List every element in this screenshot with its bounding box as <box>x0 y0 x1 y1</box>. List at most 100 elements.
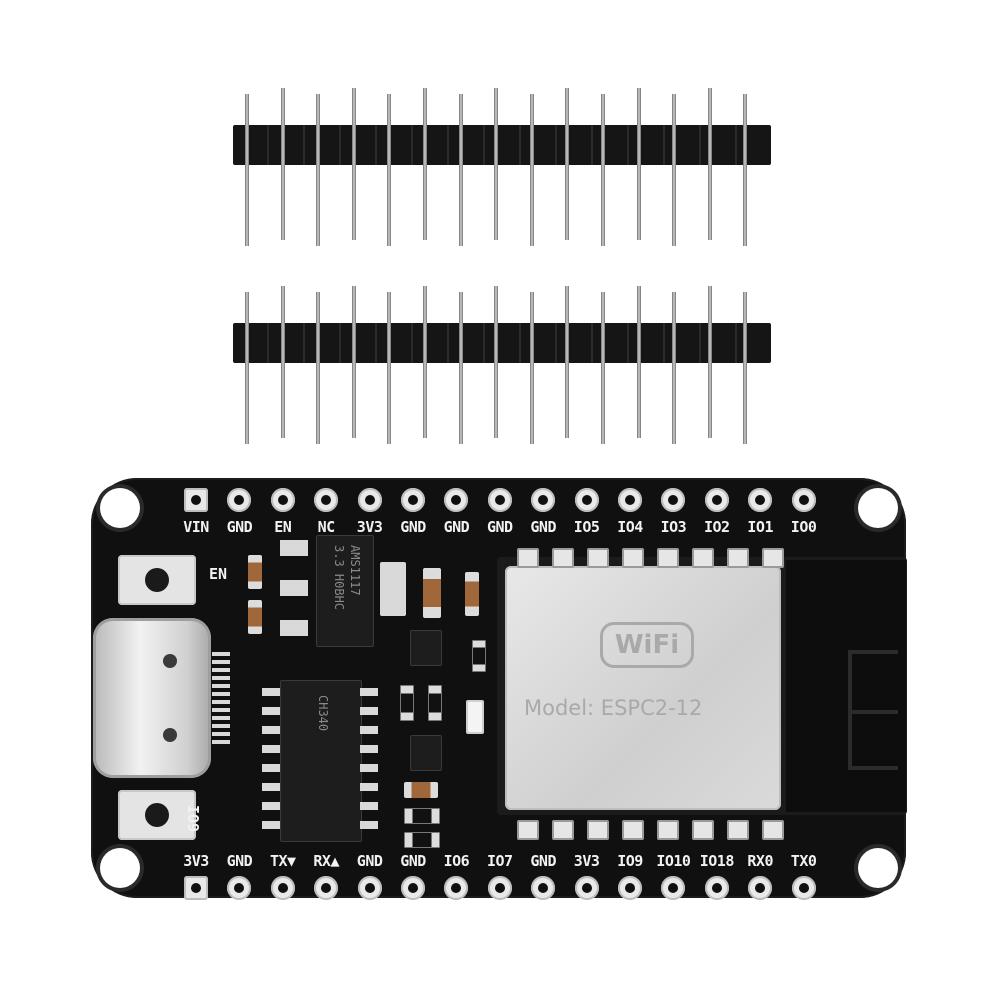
pin-pad-gnd[interactable] <box>444 488 469 512</box>
pin-label: IO2 <box>704 518 730 536</box>
chip-leg <box>262 802 280 810</box>
usb-c-connector[interactable] <box>93 618 211 778</box>
pin-label: RX0 <box>747 852 773 870</box>
en-button-label: EN <box>209 565 228 583</box>
regulator-leg <box>280 540 308 556</box>
pin-pad-gnd[interactable] <box>227 876 252 900</box>
io9-button-cap[interactable] <box>145 803 169 827</box>
usb-contact <box>212 724 230 728</box>
pin-label: GND <box>226 518 253 536</box>
pin-pad-io18[interactable] <box>704 876 729 900</box>
pin-label: IO6 <box>443 852 470 870</box>
usb-contact <box>212 684 230 688</box>
pin-pad-tx[interactable] <box>270 876 295 900</box>
regulator-label-2: 3.3 H0BHC <box>332 545 346 611</box>
usb-contact <box>212 668 230 672</box>
pin-pad-gnd[interactable] <box>401 488 425 512</box>
module-model-text: Model: ESPC2-12 <box>524 696 703 720</box>
pin-label: IO1 <box>747 518 773 536</box>
usb-mount-hole <box>163 654 177 668</box>
mounting-hole <box>100 848 140 888</box>
transistor <box>410 735 442 771</box>
pin-pad-rx0[interactable] <box>748 876 773 900</box>
pin-pad-io5[interactable] <box>574 488 599 512</box>
usb-contact <box>212 676 230 680</box>
pin-pad-gnd[interactable] <box>357 876 382 900</box>
chip-leg <box>262 783 280 791</box>
pin-pad-gnd[interactable] <box>401 876 425 900</box>
pin-pad-3v3[interactable] <box>357 488 382 512</box>
mounting-hole <box>858 848 898 888</box>
resistor <box>472 640 486 672</box>
wifi-logo: WiFi <box>600 622 694 668</box>
pin-pad-gnd[interactable] <box>227 488 252 512</box>
pin-pad-vin[interactable] <box>184 488 208 512</box>
en-button-cap[interactable] <box>145 568 169 592</box>
pin-label: GND <box>400 852 426 870</box>
pin-label: EN <box>274 518 292 536</box>
pin-label: IO18 <box>699 852 735 870</box>
pin-pad-3v3[interactable] <box>184 876 208 900</box>
pin-pad-io4[interactable] <box>618 488 642 512</box>
usb-contact <box>212 740 230 744</box>
chip-leg <box>360 726 378 734</box>
module-shield-can <box>505 566 781 810</box>
pin-pad-gnd[interactable] <box>531 488 556 512</box>
pin-pad-3v3[interactable] <box>574 876 599 900</box>
header-pin <box>316 94 321 246</box>
module-pad <box>762 820 784 840</box>
header-pin <box>743 292 748 444</box>
module-pad <box>622 820 644 840</box>
capacitor <box>423 568 441 618</box>
chip-leg <box>262 821 280 829</box>
pin-pad-io7[interactable] <box>487 876 512 900</box>
pin-label: GND <box>530 518 556 536</box>
module-pad <box>587 820 609 840</box>
chip-leg <box>262 726 280 734</box>
en-button[interactable] <box>118 555 196 605</box>
header-plastic-bar <box>233 323 771 363</box>
pin-pad-io6[interactable] <box>444 876 469 900</box>
pin-header-strip <box>233 88 771 252</box>
pin-pad-gnd[interactable] <box>487 488 512 512</box>
io9-button[interactable] <box>118 790 196 840</box>
pin-pad-tx0[interactable] <box>791 876 816 900</box>
module-pad <box>727 820 749 840</box>
chip-leg <box>360 688 378 696</box>
pin-label: RX▲ <box>313 852 339 870</box>
chip-leg <box>360 745 378 753</box>
pin-label: GND <box>400 518 426 536</box>
pcb-antenna <box>786 560 906 812</box>
pin-pad-io3[interactable] <box>661 488 686 512</box>
pin-pad-io9[interactable] <box>618 876 642 900</box>
usb-contact <box>212 700 230 704</box>
usb-contact <box>212 716 230 720</box>
module-pad <box>692 548 714 568</box>
regulator-leg <box>280 580 308 596</box>
pin-pad-nc[interactable] <box>314 488 339 512</box>
usb-uart-chip-label: CH340 <box>316 695 330 732</box>
module-pad <box>692 820 714 840</box>
pin-pad-gnd[interactable] <box>531 876 556 900</box>
pin-pad-io0[interactable] <box>791 488 816 512</box>
chip-leg <box>360 764 378 772</box>
capacitor <box>248 600 262 634</box>
pin-label: GND <box>356 852 383 870</box>
capacitor <box>248 555 262 589</box>
header-pin <box>494 88 499 240</box>
usb-contact <box>212 732 230 736</box>
pin-pad-io1[interactable] <box>748 488 773 512</box>
pin-label: IO3 <box>660 518 687 536</box>
pin-pad-io10[interactable] <box>661 876 686 900</box>
pin-label: 3V3 <box>356 518 383 536</box>
pin-pad-rx[interactable] <box>314 876 339 900</box>
mounting-hole <box>100 488 140 528</box>
pin-label: IO7 <box>487 852 513 870</box>
header-pin <box>423 286 427 438</box>
pin-pad-io2[interactable] <box>704 488 729 512</box>
pin-pad-en[interactable] <box>270 488 295 512</box>
header-pin <box>494 286 499 438</box>
resistor <box>400 685 414 721</box>
header-pin <box>423 88 427 240</box>
header-pin <box>351 286 356 438</box>
